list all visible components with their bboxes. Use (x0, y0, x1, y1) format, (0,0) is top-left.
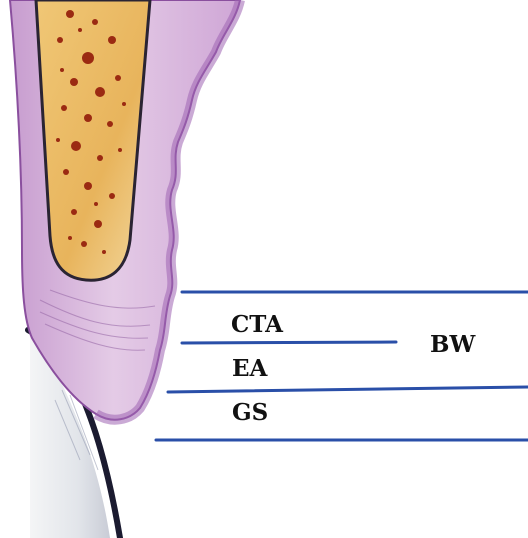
line-cta-ea-boundary (182, 342, 396, 343)
label-cta: CTA (231, 311, 284, 338)
label-ea: EA (232, 355, 269, 382)
label-gs: GS (232, 399, 268, 426)
measurement-lines (156, 292, 528, 440)
line-ea-gs-boundary (168, 387, 528, 392)
label-bw: BW (430, 331, 476, 358)
